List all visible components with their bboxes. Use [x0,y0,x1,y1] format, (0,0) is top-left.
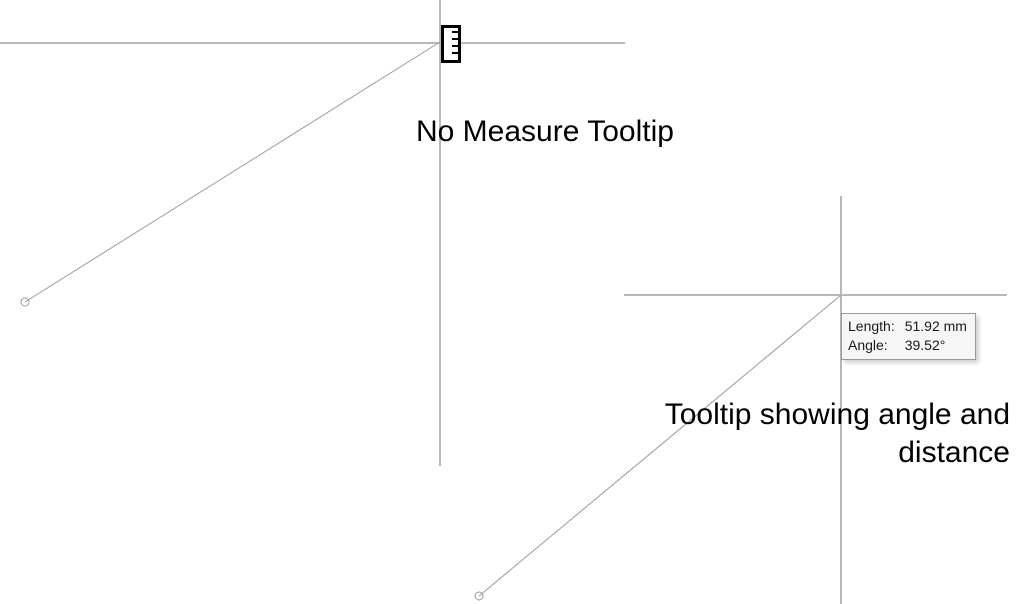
horizontal-guide-line-top [0,42,625,44]
measure-line-top [24,41,441,303]
measure-tooltip: Length: 51.92 mm Angle: 39.52° [841,313,976,360]
measure-tooltip-table: Length: 51.92 mm Angle: 39.52° [848,317,967,355]
length-label: Length: [848,318,895,334]
caption-tooltip-showing-angle-and-distance: Tooltip showing angle and distance [664,398,1010,469]
horizontal-guide-line-bottom [624,294,1007,296]
angle-label: Angle: [848,337,888,353]
measure-anchor-point-top [20,297,30,307]
measure-tooltip-row-length: Length: 51.92 mm [848,317,967,336]
angle-value: 39.52° [904,337,946,353]
vertical-guide-line-top [439,0,441,466]
ruler-measure-cursor-icon[interactable] [441,25,461,63]
caption-no-measure-tooltip: No Measure Tooltip [416,115,674,148]
measure-anchor-point-bottom [474,591,484,601]
measure-tooltip-row-angle: Angle: 39.52° [848,336,967,355]
length-value: 51.92 mm [904,318,967,334]
